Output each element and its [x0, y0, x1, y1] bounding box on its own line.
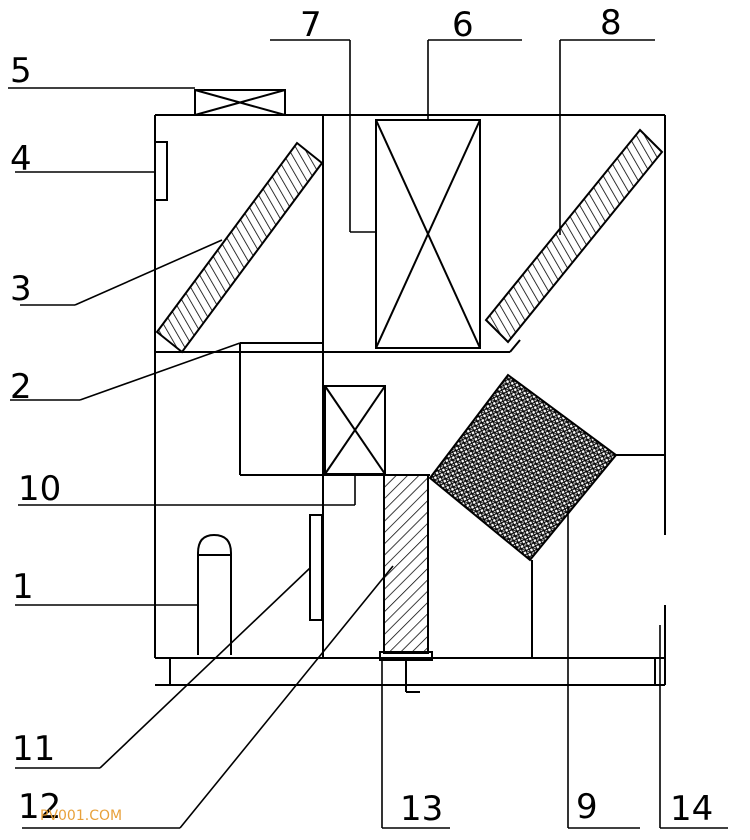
label-7: 7 [300, 5, 322, 45]
label-4: 4 [10, 139, 32, 179]
housing [154, 114, 666, 686]
label-3: 3 [10, 269, 32, 309]
label-12: 12 [18, 787, 61, 827]
label-9: 9 [576, 787, 598, 827]
leader-lines [8, 39, 728, 829]
fan-box [375, 119, 481, 349]
thin-plate [309, 514, 323, 621]
right-coil [484, 128, 664, 344]
diamond-mesh [428, 373, 618, 562]
label-13: 13 [400, 789, 443, 829]
label-8: 8 [600, 3, 622, 43]
label-5: 5 [10, 51, 32, 91]
hatched-column [379, 474, 433, 693]
label-2: 2 [10, 367, 32, 407]
compressor [197, 533, 232, 655]
top-valve [194, 89, 286, 116]
label-10: 10 [18, 469, 61, 509]
label-1: 1 [12, 567, 34, 607]
label-11: 11 [12, 729, 55, 769]
left-coil [155, 141, 324, 354]
label-14: 14 [670, 789, 713, 829]
left-wall-sensor [154, 141, 168, 201]
label-6: 6 [452, 5, 474, 45]
watermark: PV001.COM [40, 808, 122, 824]
small-fan-box [324, 385, 386, 475]
